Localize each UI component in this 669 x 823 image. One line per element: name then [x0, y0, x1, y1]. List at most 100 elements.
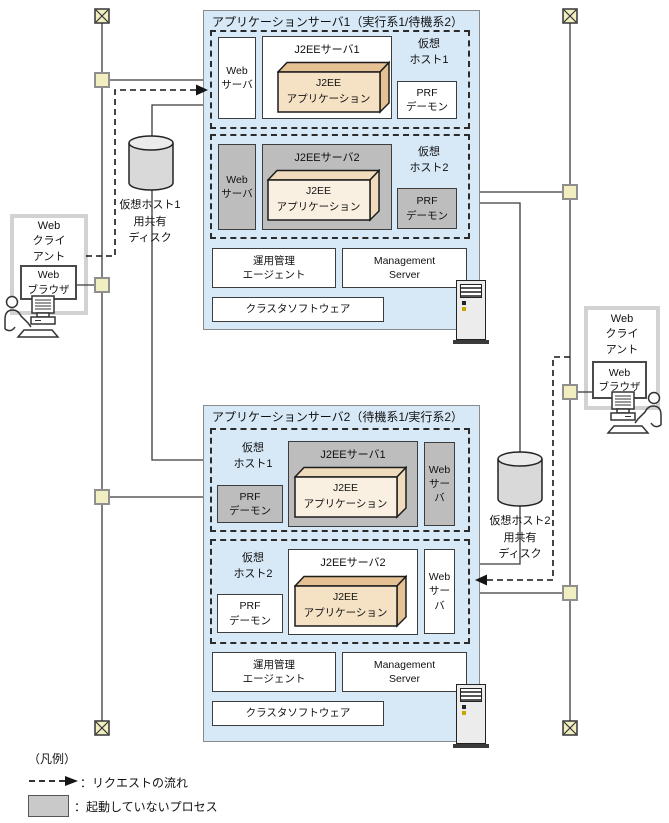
label-line: Web: [610, 313, 634, 325]
label-line: アプリケーション: [286, 92, 371, 105]
label-line: サーバ: [221, 188, 253, 200]
label-line: デーモン: [406, 209, 448, 222]
tower-base: [453, 744, 489, 748]
link-disk1-server1: [151, 104, 203, 136]
web-client-right-title: Web クライ アント: [584, 312, 660, 358]
label-line: デーモン: [229, 505, 271, 517]
label-line: Web: [226, 173, 248, 186]
j2ee-application-label: J2EE アプリケーション: [278, 73, 379, 110]
label-line: クラスタソフトウェア: [245, 303, 351, 316]
label-line: ディスク: [498, 548, 542, 560]
label-line: ブラウザ: [27, 283, 70, 296]
label-line: アント: [605, 343, 639, 356]
label-line: Web: [428, 571, 451, 584]
person-computer-icon: [2, 292, 66, 344]
label-line: サーバ: [429, 585, 450, 612]
label-line: エージェント: [242, 269, 306, 281]
server1-cluster-software-box: クラスタソフトウェア: [212, 297, 384, 322]
server2-virtual-host-1-box: [210, 428, 470, 532]
terminator-icon: [94, 8, 110, 24]
label-line: デーモン: [406, 101, 448, 113]
j2ee-application-label: J2EE アプリケーション: [295, 587, 396, 624]
label-line: J2EE: [332, 591, 359, 604]
label-line: サーバ: [221, 79, 253, 91]
label-line: ブラウザ: [598, 381, 641, 393]
tower-led: [462, 307, 466, 311]
shared-disk-1-label: 仮想ホスト1 用共有 ディスク: [114, 197, 186, 247]
label-line: Web: [608, 366, 631, 379]
label-line: エージェント: [242, 673, 306, 685]
j2ee-server-label: J2EEサーバ2: [320, 557, 386, 569]
label-line: ホスト1: [233, 457, 273, 470]
link-disk2-server1: [480, 202, 521, 456]
j2ee-server-label: J2EEサーバ2: [294, 152, 360, 164]
label-line: クライ: [605, 328, 639, 341]
server1-vh1-host-label: 仮想 ホスト1: [398, 37, 460, 69]
tower-led: [462, 711, 466, 715]
legend-inactive-swatch: [28, 795, 69, 817]
label-line: PRF: [416, 195, 438, 208]
label-line: 仮想: [418, 146, 440, 158]
server2-management-agent-box: 運用管理エージェント: [212, 652, 336, 692]
label-line: ホスト2: [233, 567, 273, 580]
j2ee-server-label: J2EEサーバ1: [294, 44, 360, 56]
server2-vh2-host-label: 仮想 ホスト2: [222, 551, 284, 583]
label-line: クラスタソフトウェア: [245, 707, 351, 720]
label-line: Management: [373, 658, 436, 671]
server2-cluster-software-box: クラスタソフトウェア: [212, 701, 384, 726]
j2ee-application-3d-box: [277, 61, 390, 114]
label-line: クライ: [32, 235, 66, 248]
label-line: Web: [37, 269, 60, 282]
label-line: 仮想ホスト2: [489, 515, 551, 527]
label-line: 仮想: [242, 552, 264, 564]
legend-request-label: ：リクエストの流れ: [80, 776, 189, 790]
terminator-icon: [94, 720, 110, 736]
label-line: J2EE: [315, 77, 342, 90]
request-arrowhead-right: [475, 574, 487, 586]
tower-base: [453, 340, 489, 344]
legend-inactive-label: ：起動していないプロセス: [74, 800, 218, 814]
label-line: 運用管理: [253, 254, 295, 267]
label-line: J2EE: [305, 185, 332, 198]
label-line: ホスト2: [409, 161, 449, 174]
label-line: アプリケーション: [303, 606, 388, 619]
label-line: アント: [32, 250, 66, 263]
server2-title: アプリケーションサーバ2（待機系1/実行系2）: [212, 410, 463, 424]
label-line: アプリケーション: [276, 200, 361, 213]
request-flow-left: [86, 89, 197, 257]
j2ee-application-3d-box: [294, 575, 407, 628]
request-arrowhead-left: [196, 84, 208, 96]
j2ee-application-label: J2EE アプリケーション: [268, 181, 369, 218]
label-line: Server: [389, 673, 420, 685]
label-line: 仮想: [418, 38, 440, 50]
server-tower-icon: [453, 684, 489, 748]
server1-virtual-host-2-box: [210, 134, 470, 239]
label-line: Server: [389, 269, 420, 281]
request-flow-right: [486, 356, 570, 581]
shared-disk-2-label: 仮想ホスト2 用共有 ディスク: [484, 513, 556, 563]
hub-connector: [94, 277, 110, 293]
tower-panel: [460, 688, 482, 702]
label-line: 仮想ホスト1: [119, 199, 181, 211]
server1-vh2-web-server-box: Web サーバ: [218, 144, 256, 230]
hub-connector: [94, 72, 110, 88]
hub-connector: [94, 489, 110, 505]
server2-vh1-host-label: 仮想 ホスト1: [222, 441, 284, 473]
legend-request-arrow-icon: [27, 774, 81, 788]
label-line: Management: [373, 254, 436, 267]
server1-virtual-host-1-box: [210, 30, 470, 129]
web-client-left-title: Web クライ アント: [10, 219, 88, 265]
shared-disk-2-icon: [496, 450, 544, 508]
j2ee-application-3d-box: [267, 169, 380, 222]
label-line: PRF: [239, 600, 261, 613]
label-line: アプリケーション: [303, 497, 388, 510]
shared-disk-1-icon: [127, 134, 175, 192]
hub-connector: [562, 585, 578, 601]
